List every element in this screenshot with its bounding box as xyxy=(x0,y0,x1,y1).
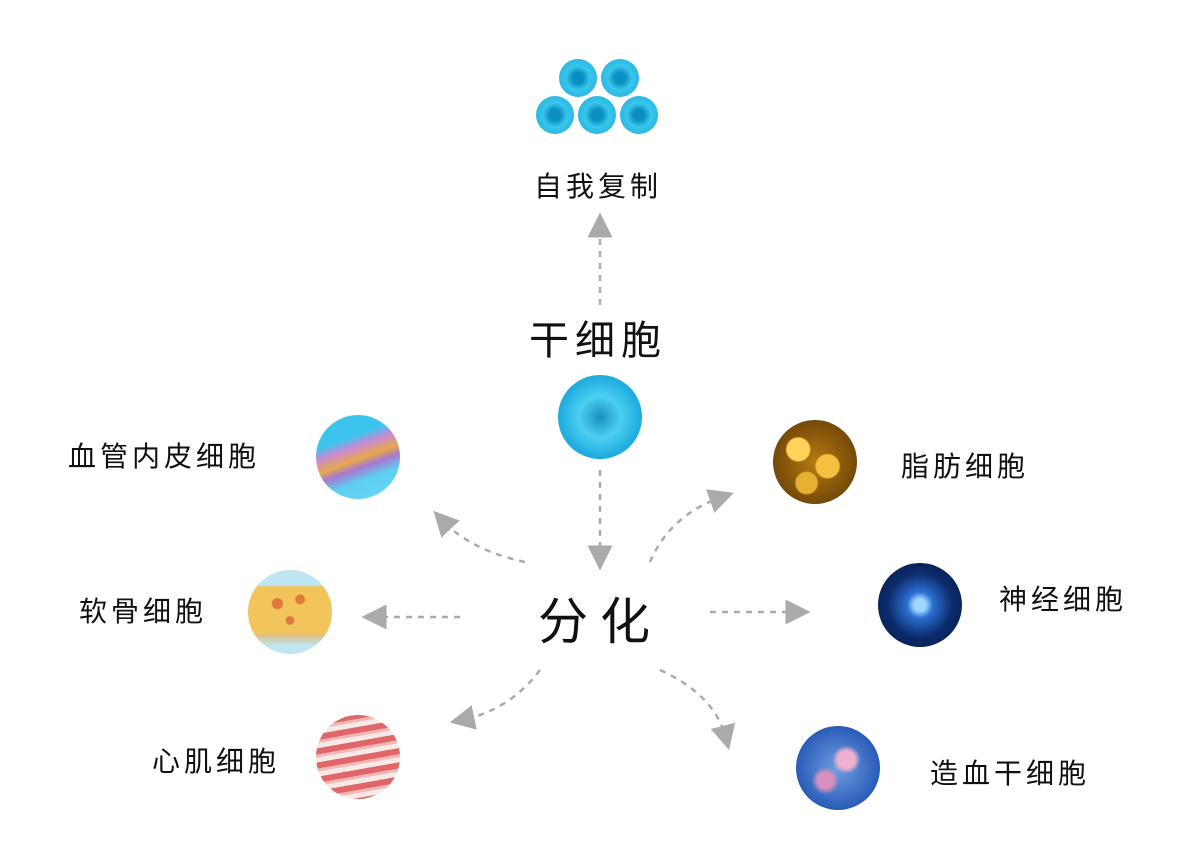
cartilage-cell-label: 软骨细胞 xyxy=(78,595,208,628)
endothelial-cell-icon xyxy=(316,415,400,499)
stem-cell-icon xyxy=(558,375,642,459)
self-renewal-label: 自我复制 xyxy=(533,170,663,203)
arrow-cardiac xyxy=(449,669,541,730)
arrow-fat xyxy=(648,489,734,563)
hematopoietic-cell-label: 造血干细胞 xyxy=(929,757,1091,790)
arrow-hematopoietic xyxy=(659,668,736,751)
cardiac-cell-label: 心肌细胞 xyxy=(151,745,281,778)
stem-cell-label: 干细胞 xyxy=(529,318,667,364)
arrow-endothelial xyxy=(433,510,526,564)
nerve-cell-label: 神经细胞 xyxy=(998,583,1128,616)
fat-cell-icon xyxy=(773,420,857,504)
endothelial-cell-label: 血管内皮细胞 xyxy=(67,440,261,473)
hematopoietic-cell-icon xyxy=(796,726,880,810)
differentiation-label: 分化 xyxy=(538,593,662,651)
cardiac-cell-icon xyxy=(316,715,400,799)
cartilage-cell-icon xyxy=(248,570,332,654)
fat-cell-label: 脂肪细胞 xyxy=(900,450,1030,483)
nerve-cell-icon xyxy=(878,563,962,647)
